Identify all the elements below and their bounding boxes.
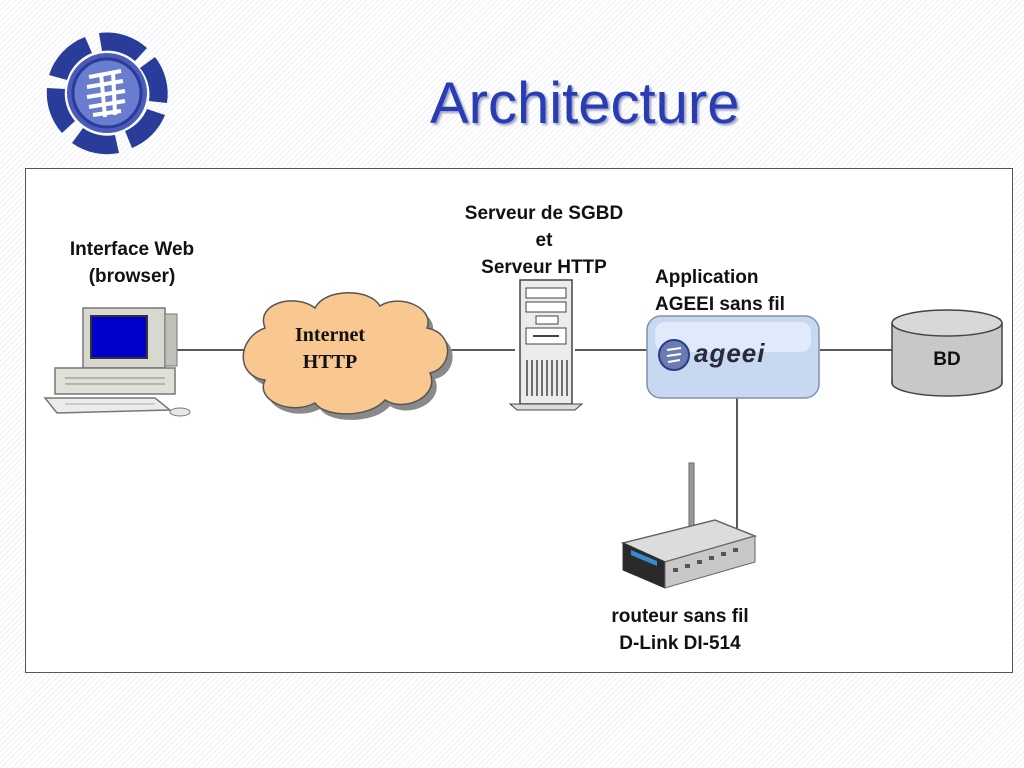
wireless-router-icon xyxy=(620,462,758,589)
connection-lines xyxy=(175,349,893,540)
client-label-line2: (browser) xyxy=(88,266,176,287)
application-label-line2: AGEEI sans fil xyxy=(655,294,785,315)
server-label-line2: et xyxy=(535,230,553,251)
client-label-line1: Interface Web xyxy=(69,239,195,260)
application-label-line1: Application xyxy=(655,267,759,288)
application-box-icon xyxy=(646,315,820,399)
logo-icon xyxy=(46,32,168,155)
server-label-line1: Serveur de SGBD xyxy=(464,203,624,224)
application-badge-text: ageei xyxy=(694,338,766,368)
router-label-line2: D-Link DI-514 xyxy=(619,633,741,654)
slide-title: Architecture xyxy=(430,71,740,136)
application-label: Application AGEEI sans fil xyxy=(655,264,825,318)
server-label: Serveur de SGBD et Serveur HTTP xyxy=(440,200,648,281)
server-label-line3: Serveur HTTP xyxy=(481,257,607,278)
router-label-line1: routeur sans fil xyxy=(611,606,749,627)
architecture-diagram xyxy=(25,168,1013,673)
database-cylinder-icon xyxy=(891,309,1003,397)
computer-icon xyxy=(43,307,191,417)
server-tower-icon xyxy=(508,279,584,411)
client-label: Interface Web (browser) xyxy=(52,236,212,290)
cloud-label: Internet HTTP xyxy=(270,322,390,376)
database-label: BD xyxy=(933,349,961,370)
cloud-label-line1: Internet xyxy=(295,324,365,346)
cloud-icon xyxy=(242,292,453,420)
router-label: routeur sans fil D-Link DI-514 xyxy=(580,603,780,657)
cloud-label-line2: HTTP xyxy=(302,351,358,373)
